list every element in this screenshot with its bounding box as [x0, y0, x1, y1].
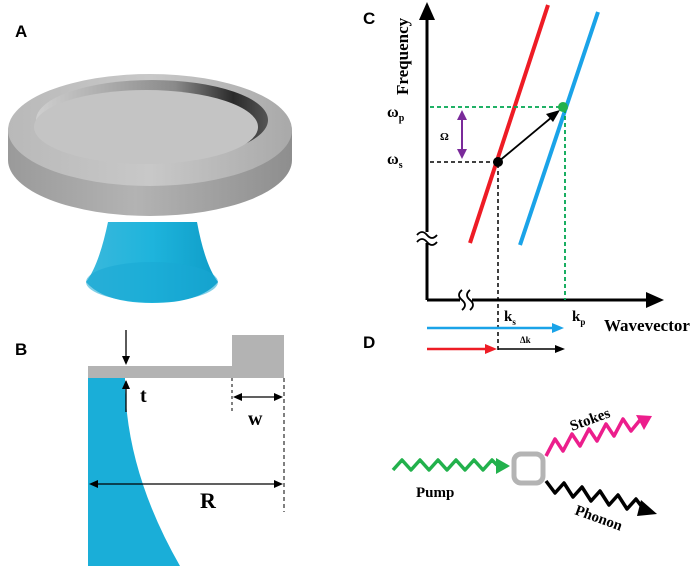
resonator	[511, 451, 546, 486]
panel-c: C Frequency	[363, 2, 690, 354]
disk-recess-floor	[34, 90, 258, 164]
panel-c-letter: C	[363, 9, 375, 28]
k-p-label: kp	[572, 309, 585, 327]
pump-wave-head	[496, 458, 510, 474]
r-arrowhead-right	[274, 480, 283, 488]
phonon-label: Phonon	[573, 503, 625, 535]
w-arrowhead-left	[233, 393, 242, 401]
delta-k-arrowhead	[555, 345, 565, 353]
x-axis-label: Wavevector	[604, 316, 690, 335]
pump-point	[558, 102, 568, 112]
t-arrowhead-bottom	[122, 380, 130, 389]
pump-dispersion-line	[518, 11, 600, 246]
y-axis-break	[416, 231, 438, 246]
stokes-wave	[544, 417, 642, 457]
phonon-vector	[497, 116, 553, 163]
y-axis-arrowhead	[419, 2, 435, 20]
stokes-point	[493, 157, 503, 167]
rim-block	[232, 335, 284, 378]
t-arrowhead-top	[122, 356, 130, 365]
r-arrowhead-left	[89, 480, 98, 488]
stokes-wave-head	[636, 415, 652, 430]
delta-k-label: Δk	[520, 335, 531, 345]
panel-d: D Pump Stokes Phonon	[363, 333, 657, 535]
panel-a: A	[8, 22, 292, 303]
pump-label: Pump	[416, 485, 454, 501]
pump-wave	[391, 458, 499, 472]
omega-arrowhead-top	[457, 110, 467, 120]
panel-a-letter: A	[15, 22, 27, 41]
w-label: w	[248, 408, 263, 430]
k-s-arrowhead	[485, 344, 497, 354]
omega-s-label: ωs	[387, 151, 403, 171]
k-p-arrowhead	[552, 323, 564, 333]
x-axis-arrowhead	[646, 292, 664, 308]
phonon-wave-head	[637, 500, 657, 516]
omega-arrowhead-bottom	[457, 149, 467, 159]
stokes-dispersion-line	[468, 4, 550, 244]
w-arrowhead-right	[274, 393, 283, 401]
big-omega-label: Ω	[440, 131, 449, 143]
r-label: R	[200, 488, 217, 513]
omega-p-label: ωp	[387, 104, 405, 124]
phonon-wave	[544, 479, 644, 511]
x-axis-break	[458, 289, 474, 311]
phonon-vector-head	[546, 110, 560, 122]
panel-d-letter: D	[363, 333, 375, 352]
panel-b: B t w R	[15, 330, 285, 566]
panel-b-letter: B	[15, 340, 27, 359]
k-s-label: ks	[504, 309, 516, 327]
y-axis-label: Frequency	[393, 17, 412, 95]
t-label: t	[140, 385, 147, 407]
pedestal-profile	[88, 378, 180, 566]
pedestal-base	[86, 262, 218, 302]
